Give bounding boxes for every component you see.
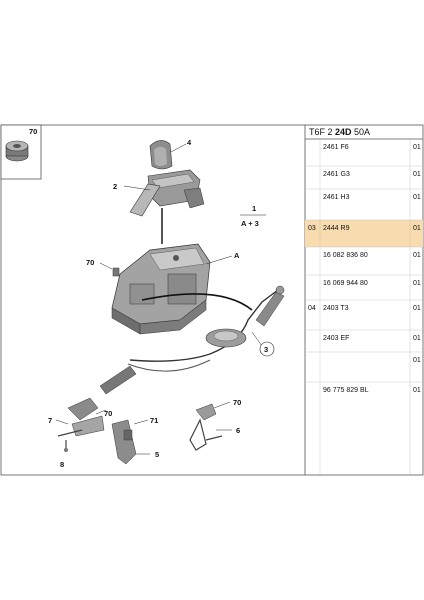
row-ref: 2403 T3: [323, 305, 349, 312]
callout-6: 6: [236, 426, 240, 435]
row-qty: 01: [413, 144, 421, 151]
inset-callout-70: 70: [29, 127, 37, 136]
table-row: 01: [305, 351, 423, 364]
callout-71: 71: [150, 416, 158, 425]
shifter-housing: A: [111, 243, 240, 335]
row-qty: 01: [413, 280, 421, 287]
callout-2: 2: [113, 182, 117, 191]
gear-knob: 4: [149, 138, 192, 170]
exploded-parts-diagram: 70 4 2 1 A + 3: [0, 124, 424, 476]
cable-bracket: 7 70 8: [48, 397, 112, 469]
bushing-icon: [5, 140, 29, 162]
bolt-70-upper: 70: [86, 258, 120, 277]
selector-cover: 2: [113, 169, 205, 217]
callout-70-bracket: 70: [104, 409, 112, 418]
gear-cable: 3: [99, 285, 285, 395]
callout-3: 3: [264, 345, 268, 354]
table-row: 16 082 836 80 01: [305, 246, 423, 259]
table-row: 03 2444 R9 01: [305, 219, 423, 247]
callout-4: 4: [187, 138, 192, 147]
callout-70-clip: 70: [233, 398, 241, 407]
row-ref: 2444 R9: [323, 225, 350, 232]
row-ref: 16 069 944 80: [323, 280, 368, 287]
row-qty: 01: [413, 252, 421, 259]
table-row: 96 775 829 BL 01: [305, 381, 423, 394]
table-header-suffix: 50A: [352, 127, 371, 137]
row-highlight: [305, 220, 423, 247]
fraction-note: 1 A + 3: [240, 204, 266, 228]
row-ref: 2461 G3: [323, 171, 350, 178]
row-ref: 2461 F6: [323, 144, 349, 151]
parts-table: T6F 2 24D 50A 2461 F6 01 2461 G3 01 2461 H3 0…: [304, 125, 423, 475]
table-row: 2461 F6 01: [323, 144, 421, 151]
callout-A: A: [234, 251, 240, 260]
row-qty: 01: [413, 194, 421, 201]
table-row: 04 2403 T3 01: [305, 299, 423, 312]
row-index: 03: [308, 225, 316, 232]
parts-sheet: 70 4 2 1 A + 3: [0, 124, 424, 476]
row-index: 04: [308, 305, 316, 312]
cable-clip: 70 6: [189, 398, 241, 451]
row-ref: 2403 EF: [323, 335, 349, 342]
row-qty: 01: [413, 225, 421, 232]
callout-7: 7: [48, 416, 52, 425]
table-header: T6F 2 24D 50A: [309, 127, 370, 137]
fraction-bottom: A + 3: [241, 219, 259, 228]
fraction-top: 1: [252, 204, 256, 213]
support-bracket: 71 5: [111, 416, 159, 465]
callout-8: 8: [60, 460, 64, 469]
row-ref: 2461 H3: [323, 194, 350, 201]
row-ref: 96 775 829 BL: [323, 387, 369, 394]
table-header-prefix: T6F 2: [309, 127, 335, 137]
row-qty: 01: [413, 357, 421, 364]
table-row: 2461 H3 01: [305, 188, 423, 201]
callout-5: 5: [155, 450, 159, 459]
row-qty: 01: [413, 335, 421, 342]
row-qty: 01: [413, 305, 421, 312]
row-qty: 01: [413, 171, 421, 178]
table-row: 2403 EF 01: [305, 329, 423, 342]
table-header-bold: 24D: [335, 127, 352, 137]
row-ref: 16 082 836 80: [323, 252, 368, 259]
callout-70-upper: 70: [86, 258, 94, 267]
table-row: 16 069 944 80 01: [305, 274, 423, 287]
table-row: 2461 G3 01: [305, 165, 423, 178]
row-qty: 01: [413, 387, 421, 394]
inset-box: 70: [0, 124, 42, 180]
